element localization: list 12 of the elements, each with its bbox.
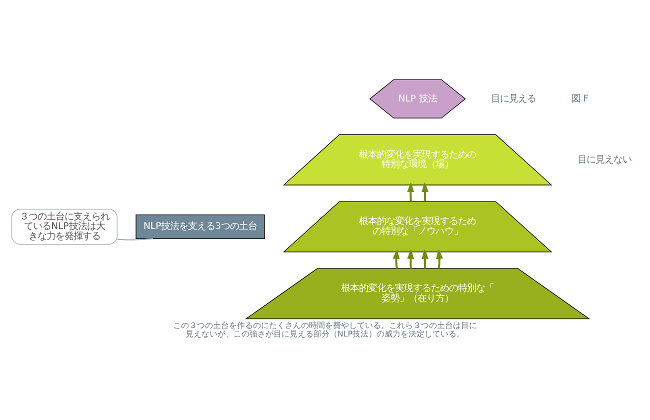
node-box: ３つの土台に支えられているNLP技法は大きな力を発揮する xyxy=(11,208,118,244)
connector xyxy=(116,238,154,240)
node-box: NLP技法を支える3つの土台 xyxy=(136,214,265,238)
arrow xyxy=(422,248,429,268)
label: 図 F xyxy=(571,92,589,104)
arrow xyxy=(392,248,400,268)
arrow xyxy=(422,182,429,201)
label: 目に見えない xyxy=(577,154,632,165)
arrow xyxy=(407,248,414,268)
label: 目に見える xyxy=(491,92,536,104)
arrow xyxy=(436,248,443,268)
arrow xyxy=(407,182,414,201)
